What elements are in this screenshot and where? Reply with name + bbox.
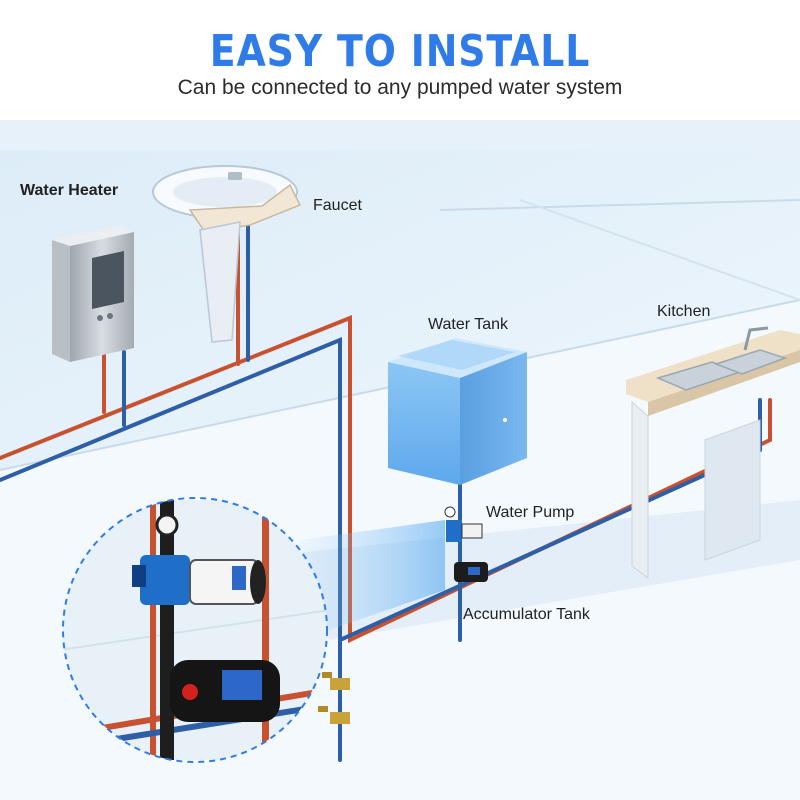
- water-heater-label: Water Heater: [20, 182, 119, 199]
- water-tank-label: Water Tank: [428, 316, 509, 333]
- accumulator-small: [454, 562, 488, 582]
- page-title: EASY TO INSTALL: [209, 26, 591, 77]
- zoom-detail: [62, 497, 328, 763]
- brass-valves: [318, 672, 350, 724]
- faucet-basin: [152, 165, 302, 343]
- zoom-beam: [300, 520, 445, 640]
- water-pump-label: Water Pump: [486, 504, 575, 521]
- accumulator-tank-label: Accumulator Tank: [463, 606, 590, 623]
- water-heater: [52, 226, 134, 362]
- faucet-label: Faucet: [313, 197, 362, 214]
- water-tank: [388, 338, 527, 485]
- kitchen-counter: [626, 326, 800, 579]
- page-subtitle: Can be connected to any pumped water sys…: [177, 76, 623, 99]
- kitchen-label: Kitchen: [657, 303, 711, 320]
- water-pump-small: [444, 506, 483, 542]
